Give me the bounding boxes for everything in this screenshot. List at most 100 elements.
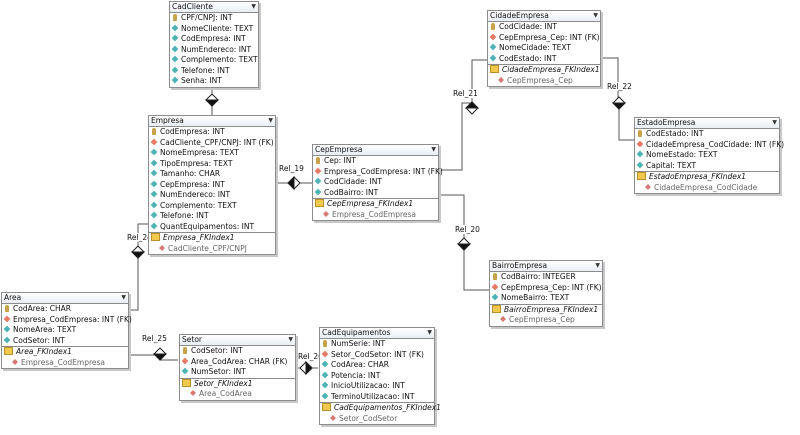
- column-row[interactable]: CodBairro: INT: [313, 188, 438, 199]
- foreign-key-icon: [150, 138, 158, 145]
- column-row[interactable]: NumSerie: INT: [320, 339, 434, 350]
- table-header[interactable]: Area▼: [2, 293, 128, 304]
- table-header[interactable]: CidadeEmpresa▼: [488, 11, 600, 22]
- table-header[interactable]: CadCliente▼: [170, 2, 258, 13]
- column-row[interactable]: Tamanho: CHAR: [149, 169, 275, 180]
- relationship-diamond-rel25: [152, 347, 168, 361]
- index-name: BairroEmpresa_FKIndex1: [504, 304, 599, 314]
- dropdown-arrow-icon[interactable]: ▼: [251, 3, 256, 10]
- index-row[interactable]: Setor_FKIndex1: [180, 378, 295, 390]
- column-row[interactable]: CodEstado: INT: [635, 129, 779, 140]
- column-row[interactable]: Potencia: INT: [320, 371, 434, 382]
- index-name: Setor_FKIndex1: [194, 378, 253, 388]
- column-row[interactable]: TerminoUtilizacao: INT: [320, 392, 434, 403]
- index-row[interactable]: EstadoEmpresa_FKIndex1: [635, 172, 779, 183]
- index-icon: [315, 199, 324, 207]
- column-row[interactable]: CPF/CNPJ: INT: [170, 13, 258, 24]
- column-text: CodEmpresa: INT: [160, 127, 225, 136]
- column-text: Potencia: INT: [331, 370, 381, 380]
- column-row[interactable]: CepEmpresa_Cep: INT (FK): [488, 33, 600, 44]
- index-icon: [492, 304, 501, 313]
- dropdown-arrow-icon[interactable]: ▼: [593, 12, 598, 19]
- index-row[interactable]: CidadeEmpresa_FKIndex1: [488, 65, 600, 76]
- column-text: Area_CodArea: CHAR (FK): [191, 356, 288, 366]
- column-row[interactable]: QuantEquipamentos: INT: [149, 222, 275, 233]
- table-header[interactable]: CadEquipamentos▼: [320, 328, 434, 339]
- key-icon: [323, 340, 327, 347]
- dropdown-arrow-icon[interactable]: ▼: [121, 294, 126, 301]
- table-header[interactable]: CepEmpresa▼: [313, 145, 438, 156]
- column-row[interactable]: Empresa_CodEmpresa: INT (FK): [2, 315, 132, 326]
- column-row[interactable]: CodEmpresa: INT: [170, 34, 258, 45]
- column-row[interactable]: NomeBairro: TEXT: [490, 293, 602, 304]
- table-header[interactable]: Setor▼: [180, 335, 295, 346]
- column-row[interactable]: NomeEstado: TEXT: [635, 150, 779, 161]
- column-row[interactable]: Senha: INT: [170, 76, 258, 87]
- column-row[interactable]: NomeArea: TEXT: [2, 325, 128, 336]
- column-row[interactable]: CodSetor: INT: [180, 346, 295, 357]
- index-column-row: CidadeEmpresa_CodCidade: [635, 183, 779, 194]
- column-row[interactable]: CodCidade: INT: [313, 177, 438, 188]
- column-row[interactable]: Area_CodArea: CHAR (FK): [180, 357, 295, 368]
- dropdown-arrow-icon[interactable]: ▼: [772, 119, 777, 126]
- column-row[interactable]: Capital: TEXT: [635, 161, 779, 172]
- column-row[interactable]: CodEmpresa: INT: [149, 127, 275, 138]
- relationship-diamond-rel21: [464, 101, 480, 115]
- column-row[interactable]: CodArea: CHAR: [2, 304, 128, 315]
- column-row[interactable]: Empresa_CodEmpresa: INT (FK): [313, 167, 443, 178]
- column-text: CodSetor: INT: [13, 335, 65, 345]
- key-icon: [173, 14, 177, 21]
- column-row[interactable]: NumEndereco: INT: [149, 190, 275, 201]
- column-row[interactable]: NomeEmpresa: TEXT: [149, 148, 275, 159]
- index-row[interactable]: CepEmpresa_FKIndex1: [313, 199, 438, 210]
- column-row[interactable]: Telefone: INT: [149, 211, 275, 222]
- index-row[interactable]: CadEquipamentos_FKIndex1: [320, 403, 441, 414]
- index-row[interactable]: BairroEmpresa_FKIndex1: [490, 304, 602, 316]
- dropdown-arrow-icon[interactable]: ▼: [431, 146, 436, 153]
- index-row[interactable]: Area_FKIndex1: [2, 347, 128, 358]
- table-title: BairroEmpresa: [492, 261, 548, 270]
- dropdown-arrow-icon[interactable]: ▼: [268, 117, 273, 124]
- column-row[interactable]: Complemento: TEXT: [149, 201, 275, 212]
- column-text: CodArea: CHAR: [331, 360, 389, 369]
- column-row[interactable]: Telefone: INT: [170, 66, 258, 77]
- column-row[interactable]: InicioUtilizacao: INT: [320, 381, 434, 392]
- table-header[interactable]: BairroEmpresa ▼: [490, 261, 602, 272]
- table-header[interactable]: EstadoEmpresa▼: [635, 118, 779, 129]
- column-row[interactable]: CodCidade: INT: [488, 22, 600, 33]
- column-row[interactable]: CodSetor: INT: [2, 336, 128, 347]
- table-empresa[interactable]: Empresa▼CodEmpresa: INT CadCliente_CPF/CN…: [148, 115, 276, 255]
- table-header[interactable]: Empresa▼: [149, 116, 275, 127]
- column-row[interactable]: TipoEmpresa: TEXT: [149, 159, 275, 170]
- column-row[interactable]: CodArea: CHAR: [320, 360, 434, 371]
- column-row[interactable]: CidadeEmpresa_CodCidade: INT (FK): [635, 140, 784, 151]
- column-row[interactable]: CodBairro: INTEGER: [490, 272, 602, 283]
- column-text: Complemento: TEXT: [160, 200, 237, 210]
- dropdown-arrow-icon[interactable]: ▼: [288, 336, 293, 343]
- index-row[interactable]: Empresa_FKIndex1: [149, 233, 275, 244]
- column-row[interactable]: Cep: INT: [313, 156, 438, 167]
- column-row[interactable]: NumSetor: INT: [180, 367, 295, 378]
- index-column-row: Empresa_CodEmpresa: [313, 210, 438, 221]
- column-row[interactable]: Complemento: TEXT: [170, 55, 258, 66]
- column-row[interactable]: NomeCidade: TEXT: [488, 43, 600, 54]
- column-row[interactable]: CepEmpresa: INT: [149, 180, 275, 191]
- dropdown-arrow-icon[interactable]: ▼: [427, 329, 432, 336]
- column-row[interactable]: CadCliente_CPF/CNPJ: INT (FK): [149, 138, 275, 149]
- column-row[interactable]: CepEmpresa_Cep: INT (FK): [490, 283, 602, 294]
- attribute-icon: [150, 211, 158, 219]
- dropdown-arrow-icon[interactable]: ▼: [595, 262, 600, 269]
- column-row[interactable]: NomeCliente: TEXT: [170, 24, 258, 35]
- column-row[interactable]: NumEndereco: INT: [170, 45, 258, 56]
- column-row[interactable]: CodEstado: INT: [488, 54, 600, 65]
- column-row[interactable]: Setor_CodSetor: INT (FK): [320, 350, 434, 361]
- foreign-key-icon: [323, 210, 329, 217]
